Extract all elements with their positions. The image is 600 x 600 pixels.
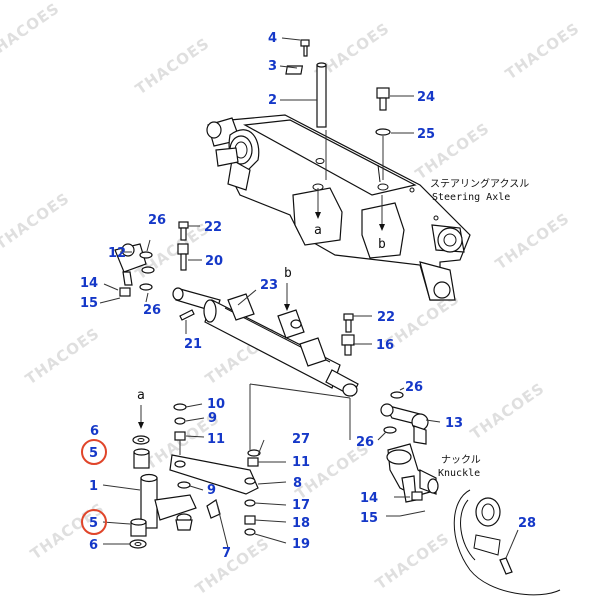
watermark: THACOES [502, 19, 583, 83]
bolt-22b [341, 313, 355, 356]
callouts: 4 3 2 24 25 26 22 12 20 14 15 26 23 21 2… [80, 31, 536, 561]
callout-11: 11 [292, 455, 310, 470]
washer-26a [139, 251, 155, 291]
pin-21 [179, 309, 195, 321]
watermark: THACOES [467, 379, 548, 443]
highlight-circle-5-upper [81, 439, 107, 465]
callout-9: 9 [207, 483, 216, 498]
arrowhead-icon [138, 422, 144, 429]
callout-17: 17 [292, 498, 310, 513]
callout-7: 7 [222, 546, 231, 561]
bolt-24 [376, 87, 390, 111]
callout-21: 21 [184, 337, 202, 352]
link-arm-8 [169, 454, 259, 495]
steering-axle [206, 114, 471, 301]
callout-9: 9 [208, 411, 217, 426]
view-label-b2: b [284, 266, 292, 281]
bolt-22a [177, 221, 189, 271]
watermark: THACOES [492, 209, 573, 273]
callout-15: 15 [360, 511, 378, 526]
callout-15: 15 [80, 296, 98, 311]
callout-26: 26 [356, 435, 374, 450]
callout-2: 2 [268, 93, 277, 108]
callout-27: 27 [292, 432, 310, 447]
knuckle-en: Knuckle [438, 468, 480, 479]
callout-28: 28 [518, 516, 536, 531]
callout-19: 19 [292, 537, 310, 552]
callout-5: 5 [89, 446, 98, 461]
steering-cylinder [172, 287, 359, 397]
watermark: THACOES [372, 529, 453, 593]
callout-10: 10 [207, 397, 225, 412]
watermark: THACOES [0, 189, 73, 253]
leaders [102, 37, 519, 559]
washer-9b [177, 481, 191, 489]
view-label-b: b [378, 237, 386, 252]
washer-26c [383, 391, 404, 434]
callout-11: 11 [207, 432, 225, 447]
wheel-hub [453, 489, 561, 596]
bushing-5a [133, 448, 150, 469]
pin-2 [316, 62, 327, 128]
leader-link [215, 499, 229, 549]
arrowhead-icon [315, 212, 321, 219]
callout-6: 6 [89, 538, 98, 553]
pin-15b [399, 510, 426, 517]
callout-24: 24 [417, 90, 435, 105]
view-label-a: a [314, 223, 322, 238]
callout-6: 6 [90, 424, 99, 439]
bolt-4 [300, 39, 310, 57]
knuckle-jp: ナックル [441, 454, 481, 466]
highlight-circle-5-lower [81, 509, 107, 535]
watermark: THACOES [27, 499, 108, 563]
steering-axle-en: Steering Axle [432, 192, 510, 203]
arrowhead-icon [284, 304, 290, 311]
callout-18: 18 [292, 516, 310, 531]
callout-14: 14 [80, 276, 98, 291]
watermark: THACOES [0, 0, 63, 63]
washer-25 [375, 128, 391, 136]
tie-rod-end-12 [114, 243, 147, 286]
watermark: THACOES [22, 324, 103, 388]
callout-8: 8 [293, 476, 302, 491]
callout-12: 12 [108, 246, 126, 261]
bolt-28 [499, 557, 513, 575]
callout-20: 20 [205, 254, 223, 269]
bushing-5b [130, 518, 147, 537]
small-parts-left [173, 403, 187, 441]
callout-1: 1 [89, 479, 98, 494]
callout-14: 14 [360, 491, 378, 506]
knuckle-lever-13 [380, 403, 429, 445]
washer-6a [132, 435, 150, 445]
callout-4: 4 [268, 31, 277, 46]
watermark: THACOES [132, 219, 213, 283]
callout-26: 26 [143, 303, 161, 318]
callout-22: 22 [204, 220, 222, 235]
callout-5: 5 [89, 516, 98, 531]
callout-26: 26 [405, 380, 423, 395]
callout-23: 23 [260, 278, 278, 293]
arrowhead-icon [379, 224, 385, 231]
callout-13: 13 [445, 416, 463, 431]
callout-16: 16 [376, 338, 394, 353]
leader-link [249, 383, 351, 399]
pin-15a [99, 297, 121, 304]
nut-14b [411, 491, 423, 501]
lever-shaft-1 [140, 473, 197, 531]
callout-26: 26 [148, 213, 166, 228]
watermark: THACOES [192, 534, 273, 598]
callout-22: 22 [377, 310, 395, 325]
nut-14a [119, 287, 131, 297]
washer-6b [129, 539, 147, 549]
washer-3 [285, 65, 304, 75]
watermark: THACOES [132, 34, 213, 98]
callout-3: 3 [268, 59, 277, 74]
view-label-a2: a [137, 388, 145, 403]
callout-25: 25 [417, 127, 435, 142]
steering-axle-jp: ステアリングアクスル [430, 177, 529, 190]
